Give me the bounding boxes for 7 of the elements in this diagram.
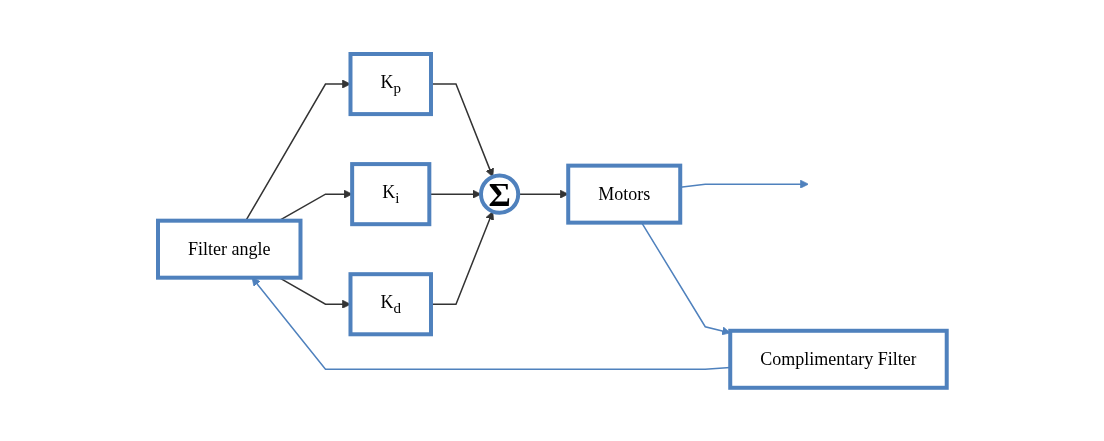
node-circle: Σ: [478, 173, 520, 215]
node-box: Complimentary Filter: [727, 328, 949, 390]
node-box: K$_{p}$: [348, 51, 433, 116]
node-box: K$_{d}$: [348, 271, 433, 336]
node-box: Motors: [565, 163, 682, 225]
node-box: Filter angle: [155, 218, 303, 280]
node-box: K$_{i}$: [349, 161, 431, 226]
